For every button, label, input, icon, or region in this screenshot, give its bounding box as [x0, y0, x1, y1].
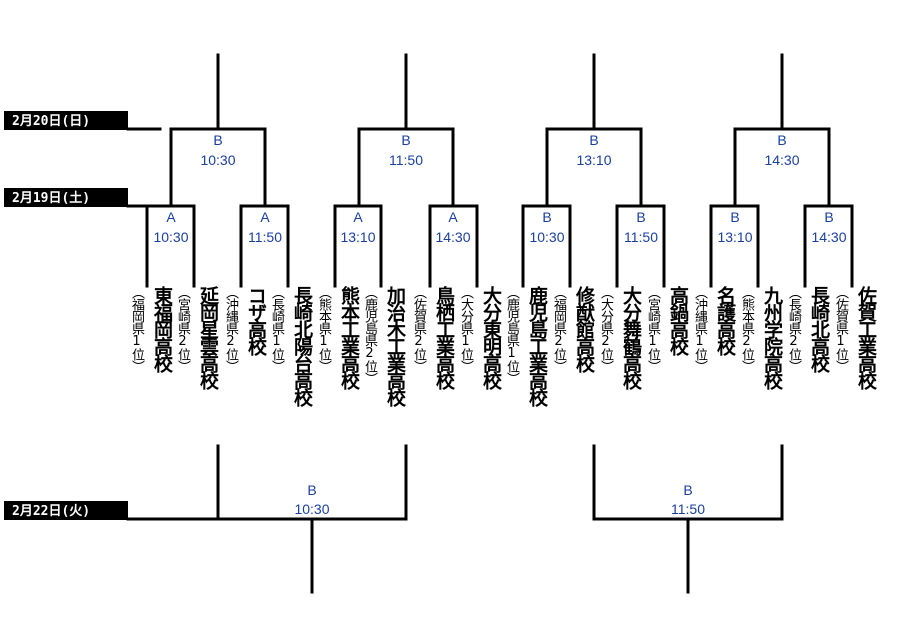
team-name: 鹿児島工業高校: [526, 286, 548, 405]
semifinal-2-court: B: [683, 482, 692, 498]
team-name: 鳥栖工業高校: [433, 286, 455, 388]
team-name: 大分東明高校: [480, 286, 502, 388]
round2-1-court: B: [213, 132, 222, 148]
team-entry: 東福岡高校 （福岡県1位）: [124, 286, 174, 456]
team-entry: 加治木工業高校 （鹿児島県2位）: [357, 286, 407, 456]
team-prefecture-rank: （熊本県1位）: [316, 286, 331, 372]
round1-2-court: A: [260, 209, 270, 225]
team-name: 佐賀工業高校: [855, 286, 877, 388]
team-prefecture-rank: （大分県2位）: [598, 286, 613, 372]
round2-2-court: B: [401, 132, 410, 148]
date-label-feb19-text: 2月19日(土): [12, 190, 90, 206]
team-entry: 長崎北高校 （長崎県2位）: [781, 286, 831, 456]
round1-5-time: 10:30: [529, 229, 564, 245]
team-name: 高鍋高校: [667, 286, 689, 354]
semifinal-1-court: B: [307, 482, 316, 498]
round1-7-time: 13:10: [717, 229, 752, 245]
date-label-feb22: 2月22日(火): [4, 501, 128, 520]
round1-8-time: 14:30: [811, 229, 846, 245]
round2-3-time: 13:10: [576, 152, 611, 168]
team-prefecture-rank: （福岡県2位）: [551, 286, 566, 372]
team-name: 大分舞鶴高校: [620, 286, 642, 388]
round2-match-3: [545, 53, 643, 208]
date-label-feb22-text: 2月22日(火): [12, 504, 90, 519]
semifinal-2-time: 11:50: [671, 501, 705, 517]
team-prefecture-rank: （宮崎県2位）: [175, 286, 190, 372]
semifinal-match-2: [592, 444, 784, 594]
team-name: 延岡星雲高校: [197, 286, 219, 388]
team-prefecture-rank: （鹿児島県1位）: [504, 286, 519, 384]
semifinal-match-1: [216, 444, 408, 594]
date-label-feb20-text: 2月20日(日): [12, 114, 90, 129]
team-entry: 大分舞鶴高校 （大分県2位）: [593, 286, 643, 456]
team-entry: 佐賀工業高校 （佐賀県1位）: [828, 286, 878, 456]
team-name: 加治木工業高校: [384, 286, 406, 405]
team-entry: 鹿児島工業高校 （鹿児島県1位）: [499, 286, 549, 456]
round2-match-4: [733, 53, 831, 208]
team-prefecture-rank: （長崎県1位）: [269, 286, 284, 372]
team-entry: 名護高校 （沖縄県1位）: [687, 286, 737, 456]
round1-1-court: A: [166, 209, 176, 225]
round1-6-time: 11:50: [624, 229, 658, 245]
team-prefecture-rank: （大分県1位）: [458, 286, 473, 372]
date-label-feb19: 2月19日(土): [4, 188, 128, 207]
round1-8-court: B: [824, 209, 833, 225]
team-entry: コザ高校 （沖縄県2位）: [218, 286, 268, 456]
round1-3-time: 13:10: [340, 229, 375, 245]
team-prefecture-rank: （沖縄県2位）: [223, 286, 238, 372]
semifinal-1-time: 10:30: [294, 501, 329, 517]
team-prefecture-rank: （長崎県2位）: [786, 286, 801, 372]
date-label-feb20: 2月20日(日): [4, 111, 128, 130]
team-prefecture-rank: （沖縄県1位）: [692, 286, 707, 372]
round1-6-court: B: [636, 209, 645, 225]
team-name: 九州学院高校: [761, 286, 783, 388]
team-name: 長崎北陽台高校: [291, 286, 313, 405]
team-entry: 延岡星雲高校 （宮崎県2位）: [170, 286, 220, 456]
team-prefecture-rank: （熊本県2位）: [739, 286, 754, 372]
round1-1-time: 10:30: [153, 229, 188, 245]
team-entry: 鳥栖工業高校 （佐賀県2位）: [406, 286, 456, 456]
round1-4-court: A: [448, 209, 458, 225]
team-prefecture-rank: （宮崎県1位）: [645, 286, 660, 372]
team-name: 名護高校: [714, 286, 736, 354]
team-name: コザ高校: [245, 286, 267, 354]
team-entry: 大分東明高校 （大分県1位）: [453, 286, 503, 456]
round2-4-time: 14:30: [764, 152, 799, 168]
team-entry: 高鍋高校 （宮崎県1位）: [640, 286, 690, 456]
team-name: 長崎北高校: [808, 286, 830, 371]
round1-7-court: B: [730, 209, 739, 225]
round2-match-2: [357, 53, 455, 208]
team-entry: 修猷館高校 （福岡県2位）: [546, 286, 596, 456]
team-name: 東福岡高校: [151, 286, 173, 371]
team-prefecture-rank: （鹿児島県2位）: [362, 286, 377, 384]
team-entry: 長崎北陽台高校 （長崎県1位）: [264, 286, 314, 456]
team-prefecture-rank: （福岡県1位）: [129, 286, 144, 372]
round1-2-time: 11:50: [248, 229, 282, 245]
round1-3-court: A: [353, 209, 363, 225]
round1-4-time: 14:30: [435, 229, 470, 245]
team-prefecture-rank: （佐賀県1位）: [833, 286, 848, 372]
team-name: 修猷館高校: [573, 286, 595, 371]
round2-1-time: 10:30: [200, 152, 235, 168]
round2-4-court: B: [777, 132, 786, 148]
team-entry: 九州学院高校 （熊本県2位）: [734, 286, 784, 456]
team-prefecture-rank: （佐賀県2位）: [411, 286, 426, 372]
team-name: 熊本工業高校: [338, 286, 360, 388]
round1-5-court: B: [542, 209, 551, 225]
round2-match-1: [169, 53, 267, 208]
team-entry: 熊本工業高校 （熊本県1位）: [311, 286, 361, 456]
round2-3-court: B: [589, 132, 598, 148]
round2-2-time: 11:50: [389, 152, 423, 168]
